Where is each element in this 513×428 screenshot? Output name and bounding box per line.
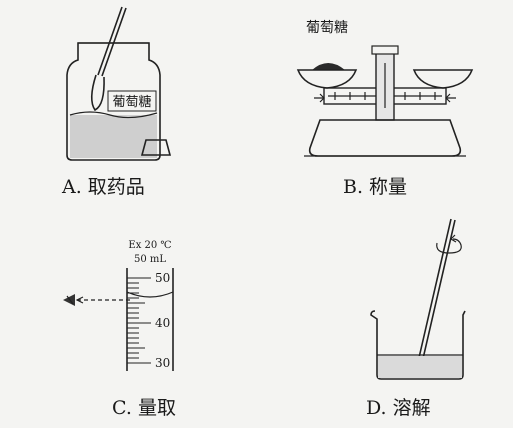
liquid-meniscus <box>126 291 174 298</box>
cylinder-spec-line2: 50 mL <box>134 254 166 265</box>
caption-a: A. 取药品 <box>62 176 145 198</box>
left-adjust-arrow <box>314 93 325 103</box>
right-pan <box>412 69 474 89</box>
cylinder-graduations <box>127 277 151 364</box>
balance-base <box>308 119 462 157</box>
stirring-rotation-arrow <box>436 238 462 254</box>
scale-mark-30: 30 <box>155 356 170 370</box>
glucose-pile <box>312 63 345 70</box>
caption-c: C. 量取 <box>112 397 176 419</box>
panel-c-diagram: Ex 20 ℃ 50 mL 50 40 30 <box>63 240 174 371</box>
spatula <box>90 6 127 112</box>
jar-stopper <box>140 139 172 156</box>
caption-d: D. 溶解 <box>366 397 431 419</box>
glass-stirring-rod <box>414 218 456 377</box>
right-adjust-arrow <box>445 93 456 103</box>
pan-label: 葡萄糖 <box>306 20 348 36</box>
bottle-label: 葡萄糖 <box>112 94 151 110</box>
panel-d-diagram <box>370 218 466 380</box>
solution-liquid <box>377 354 463 378</box>
beaker <box>370 310 466 380</box>
bottle-label-box <box>107 90 157 112</box>
caption-b: B. 称量 <box>343 176 408 198</box>
left-pan <box>296 69 358 89</box>
cylinder-spec-line1: Ex 20 ℃ <box>128 240 171 251</box>
reagent-jar <box>66 42 161 161</box>
panel-a-diagram: 葡萄糖 <box>66 6 172 161</box>
scale-mark-50: 50 <box>155 271 170 285</box>
panel-b-diagram: 葡萄糖 <box>296 20 474 157</box>
glucose-powder <box>69 111 158 158</box>
scale-mark-40: 40 <box>155 316 170 330</box>
eye-icon <box>63 294 75 306</box>
